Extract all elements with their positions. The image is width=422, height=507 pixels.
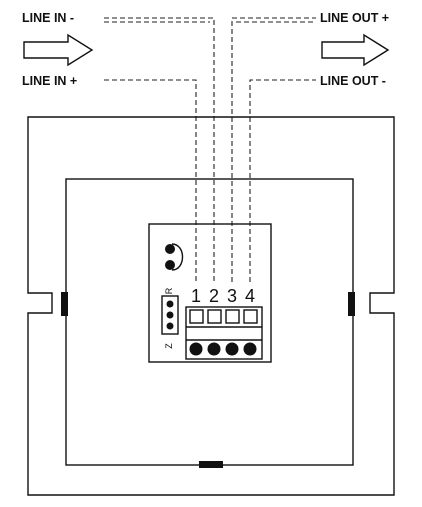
inner-frame xyxy=(65,178,354,466)
terminal-screw-3 xyxy=(225,342,239,356)
terminal-number-4: 4 xyxy=(245,286,255,306)
jumper xyxy=(165,243,184,271)
terminal-number-3: 3 xyxy=(227,286,237,306)
terminal-number-2: 2 xyxy=(209,286,219,306)
terminal-module xyxy=(148,223,272,363)
terminal-number-1: 1 xyxy=(191,286,201,306)
terminal-screw-2 xyxy=(207,342,221,356)
outer-frame xyxy=(27,116,395,496)
side-label-r: R xyxy=(164,287,174,294)
terminal-screw-1 xyxy=(189,342,203,356)
input-arrow-icon xyxy=(23,33,94,67)
small-pin-3 xyxy=(166,322,174,330)
left-clip xyxy=(61,292,68,316)
small-connector xyxy=(161,295,179,335)
side-label-z: Z xyxy=(164,343,174,349)
line-out-plus-label: LINE OUT + xyxy=(320,11,389,25)
small-pin-1 xyxy=(166,300,174,308)
bottom-clip xyxy=(199,461,223,468)
output-arrow-icon xyxy=(321,33,390,67)
wire-line-out-plus xyxy=(231,17,316,282)
dashed-wires xyxy=(104,17,316,282)
terminal-block-outline xyxy=(185,306,263,360)
terminal-slot-2 xyxy=(207,309,222,324)
jumper-loop xyxy=(171,243,184,271)
terminal-block xyxy=(185,306,263,360)
line-in-plus-label: LINE IN + xyxy=(22,74,77,88)
terminal-slot-3 xyxy=(225,309,240,324)
wire-line-out-minus xyxy=(249,79,316,282)
wire-line-in-minus xyxy=(104,17,215,282)
line-in-minus-label: LINE IN - xyxy=(22,11,74,25)
small-pin-2 xyxy=(166,311,174,319)
terminal-slot-1 xyxy=(189,309,204,324)
right-clip xyxy=(348,292,355,316)
wire-line-in-plus xyxy=(104,79,197,282)
terminal-slot-4 xyxy=(243,309,258,324)
line-out-minus-label: LINE OUT - xyxy=(320,74,386,88)
terminal-screw-4 xyxy=(243,342,257,356)
